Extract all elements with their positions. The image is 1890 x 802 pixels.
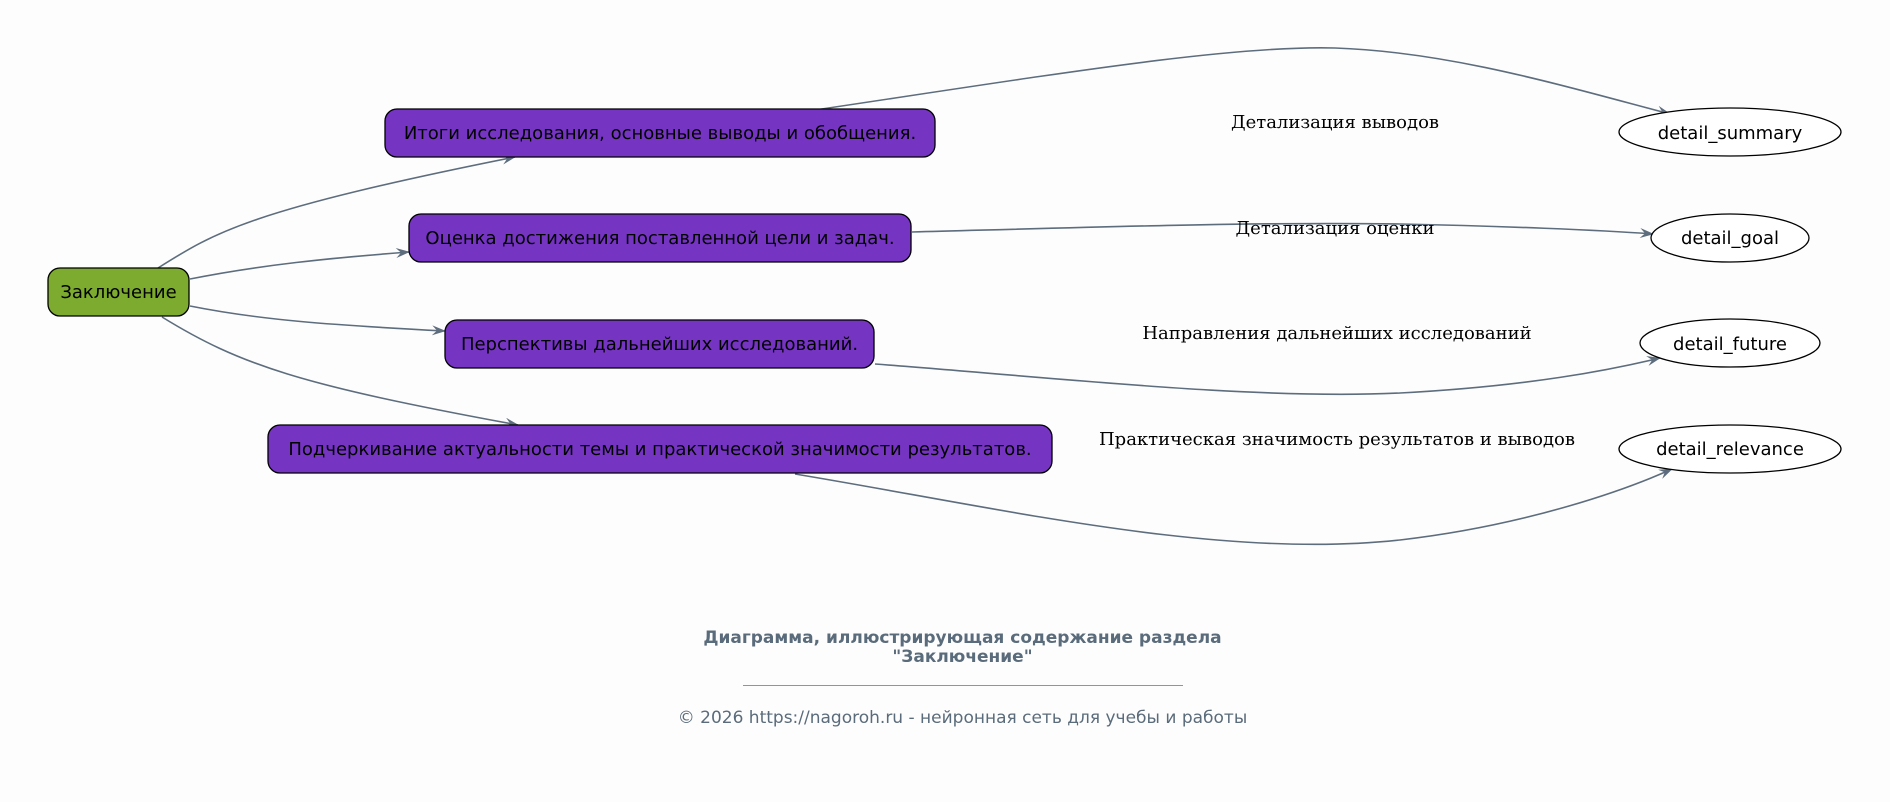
node-root: Заключение	[47, 267, 190, 317]
node-detail-summary: detail_summary	[1618, 107, 1842, 157]
caption-title-line2: "Заключение"	[892, 647, 1033, 667]
edge-future-detail	[874, 356, 1661, 396]
node-future: Перспективы дальнейших исследований.	[444, 319, 875, 369]
edge-label-summary: Детализация выводов	[1231, 112, 1439, 133]
node-detail-future-label: detail_future	[1673, 334, 1787, 355]
node-future-label: Перспективы дальнейших исследований.	[461, 334, 858, 355]
edge-root-goal	[189, 247, 410, 280]
edge-relevance-detail	[794, 468, 1673, 546]
node-relevance-label: Подчеркивание актуальности темы и практи…	[288, 439, 1031, 460]
node-detail-relevance-label: detail_relevance	[1656, 439, 1804, 460]
node-root-label: Заключение	[60, 282, 176, 303]
node-detail-summary-label: detail_summary	[1658, 123, 1803, 144]
edge-root-relevance	[161, 316, 519, 428]
node-summary-label: Итоги исследования, основные выводы и об…	[404, 123, 916, 144]
caption-title-line1: Диаграмма, иллюстрирующая содержание раз…	[703, 628, 1222, 648]
node-summary: Итоги исследования, основные выводы и об…	[384, 108, 936, 158]
edge-label-goal: Детализация оценки	[1236, 218, 1435, 239]
node-goal: Оценка достижения поставленной цели и за…	[408, 213, 912, 263]
node-relevance: Подчеркивание актуальности темы и практи…	[267, 424, 1053, 474]
edge-goal-detail	[911, 222, 1654, 239]
edge-label-relevance: Практическая значимость результатов и вы…	[1099, 429, 1575, 450]
node-detail-future: detail_future	[1639, 318, 1821, 368]
edge-root-summary	[157, 154, 516, 269]
caption-divider	[743, 685, 1183, 686]
edge-label-future: Направления дальнейших исследований	[1142, 323, 1531, 344]
edge-root-future	[189, 305, 446, 336]
node-detail-goal-label: detail_goal	[1681, 228, 1779, 249]
node-detail-goal: detail_goal	[1650, 213, 1810, 263]
copyright-footer: © 2026 https://nagoroh.ru - нейронная се…	[677, 708, 1248, 728]
node-detail-relevance: detail_relevance	[1618, 424, 1842, 474]
diagram-caption: Диаграмма, иллюстрирующая содержание раз…	[0, 629, 1890, 667]
edge-summary-detail	[814, 46, 1671, 116]
node-goal-label: Оценка достижения поставленной цели и за…	[425, 228, 894, 249]
